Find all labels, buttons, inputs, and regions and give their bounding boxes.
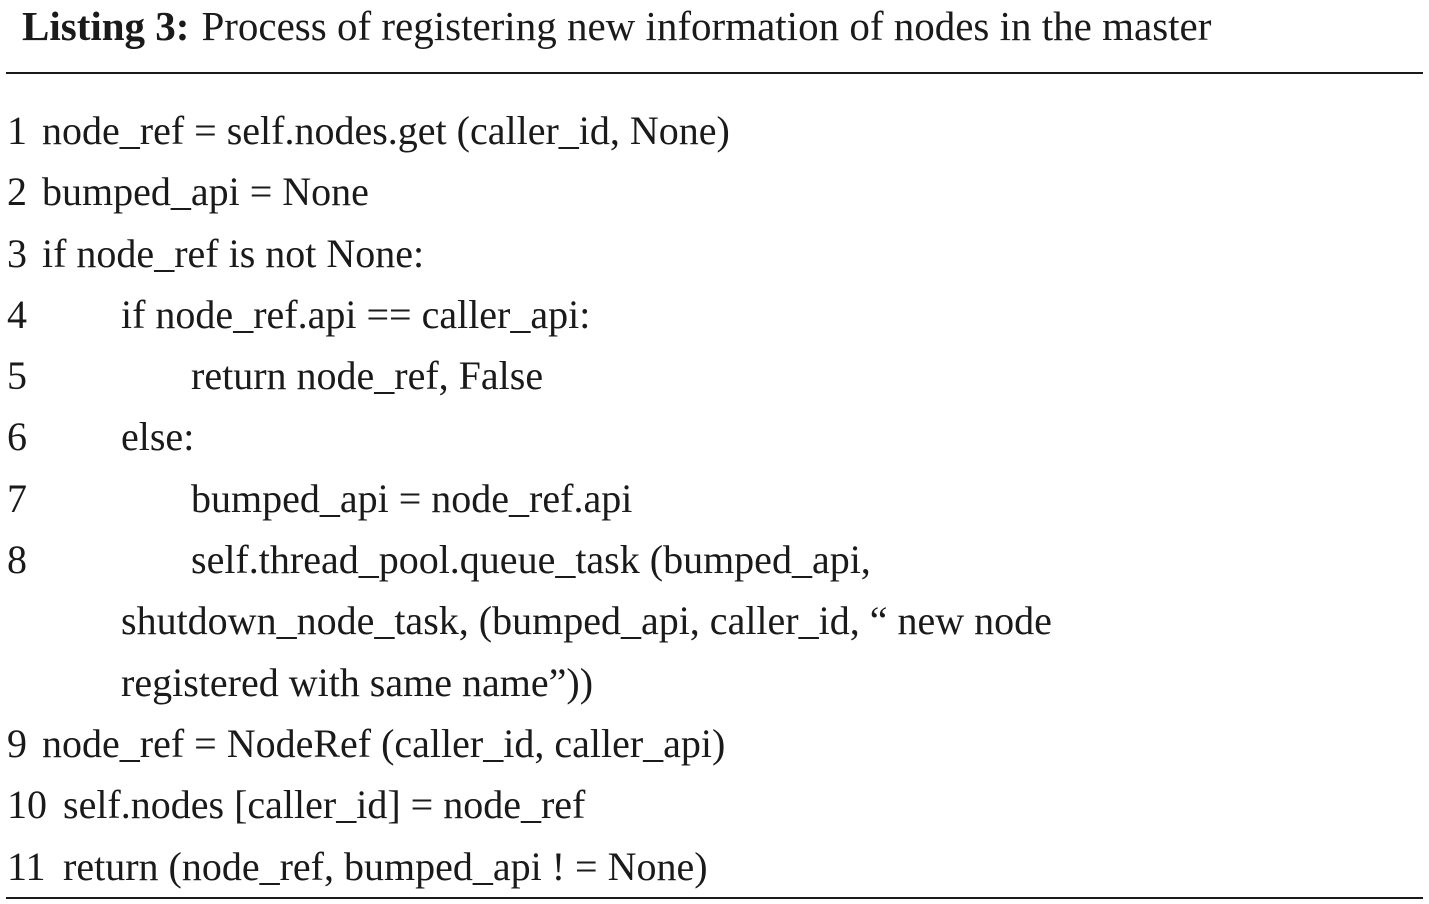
line-number: 9 bbox=[7, 720, 27, 766]
code-line: 5 return node_ref, False bbox=[7, 345, 1417, 406]
code-text: node_ref = self.nodes.get (caller_id, No… bbox=[42, 108, 730, 153]
code-line-continuation: registered with same name”)) bbox=[7, 652, 1417, 713]
line-number: 3 bbox=[7, 230, 27, 276]
code-line: 3 if node_ref is not None: bbox=[7, 223, 1417, 284]
code-text: if node_ref.api == caller_api: bbox=[121, 291, 591, 337]
listing-label: Listing 3: bbox=[22, 3, 190, 49]
line-number: 11 bbox=[7, 843, 46, 889]
line-number: 7 bbox=[7, 475, 27, 521]
line-number: 6 bbox=[7, 414, 27, 460]
code-text: shutdown_node_task, (bumped_api, caller_… bbox=[121, 598, 1052, 644]
line-number: 8 bbox=[7, 537, 27, 583]
code-text: else: bbox=[121, 414, 195, 460]
top-rule bbox=[6, 72, 1423, 74]
line-number: 10 bbox=[7, 782, 47, 828]
code-text: return (node_ref, bumped_api ! = None) bbox=[63, 843, 708, 889]
code-text: bumped_api = None bbox=[42, 169, 369, 215]
code-line: 9 node_ref = NodeRef (caller_id, caller_… bbox=[7, 713, 1417, 774]
code-line: 11 return (node_ref, bumped_api ! = None… bbox=[7, 836, 1417, 897]
listing-caption: Listing 3:Process of registering new inf… bbox=[22, 0, 1211, 52]
code-line: 1 node_ref = self.nodes.get (caller_id, … bbox=[7, 100, 1417, 161]
code-line: 4 if node_ref.api == caller_api: bbox=[7, 284, 1417, 345]
code-text: if node_ref is not None: bbox=[42, 230, 425, 276]
code-line: 2 bumped_api = None bbox=[7, 161, 1417, 222]
line-number: 1 bbox=[7, 108, 27, 153]
code-line-continuation: shutdown_node_task, (bumped_api, caller_… bbox=[7, 590, 1417, 651]
code-text: self.thread_pool.queue_task (bumped_api, bbox=[191, 537, 871, 583]
code-line: 10 self.nodes [caller_id] = node_ref bbox=[7, 774, 1417, 835]
code-text: self.nodes [caller_id] = node_ref bbox=[63, 782, 586, 828]
line-number: 5 bbox=[7, 353, 27, 399]
line-number: 2 bbox=[7, 169, 27, 215]
line-number: 4 bbox=[7, 291, 27, 337]
bottom-rule bbox=[6, 897, 1423, 899]
code-text: bumped_api = node_ref.api bbox=[191, 475, 633, 521]
code-text: return node_ref, False bbox=[191, 353, 544, 399]
code-listing: 1 node_ref = self.nodes.get (caller_id, … bbox=[7, 100, 1417, 897]
listing-title: Process of registering new information o… bbox=[201, 3, 1212, 49]
code-text: registered with same name”)) bbox=[121, 659, 594, 705]
code-line: 7 bumped_api = node_ref.api bbox=[7, 468, 1417, 529]
code-line: 8 self.thread_pool.queue_task (bumped_ap… bbox=[7, 529, 1417, 590]
code-text: node_ref = NodeRef (caller_id, caller_ap… bbox=[42, 720, 726, 766]
code-line: 6 else: bbox=[7, 406, 1417, 467]
